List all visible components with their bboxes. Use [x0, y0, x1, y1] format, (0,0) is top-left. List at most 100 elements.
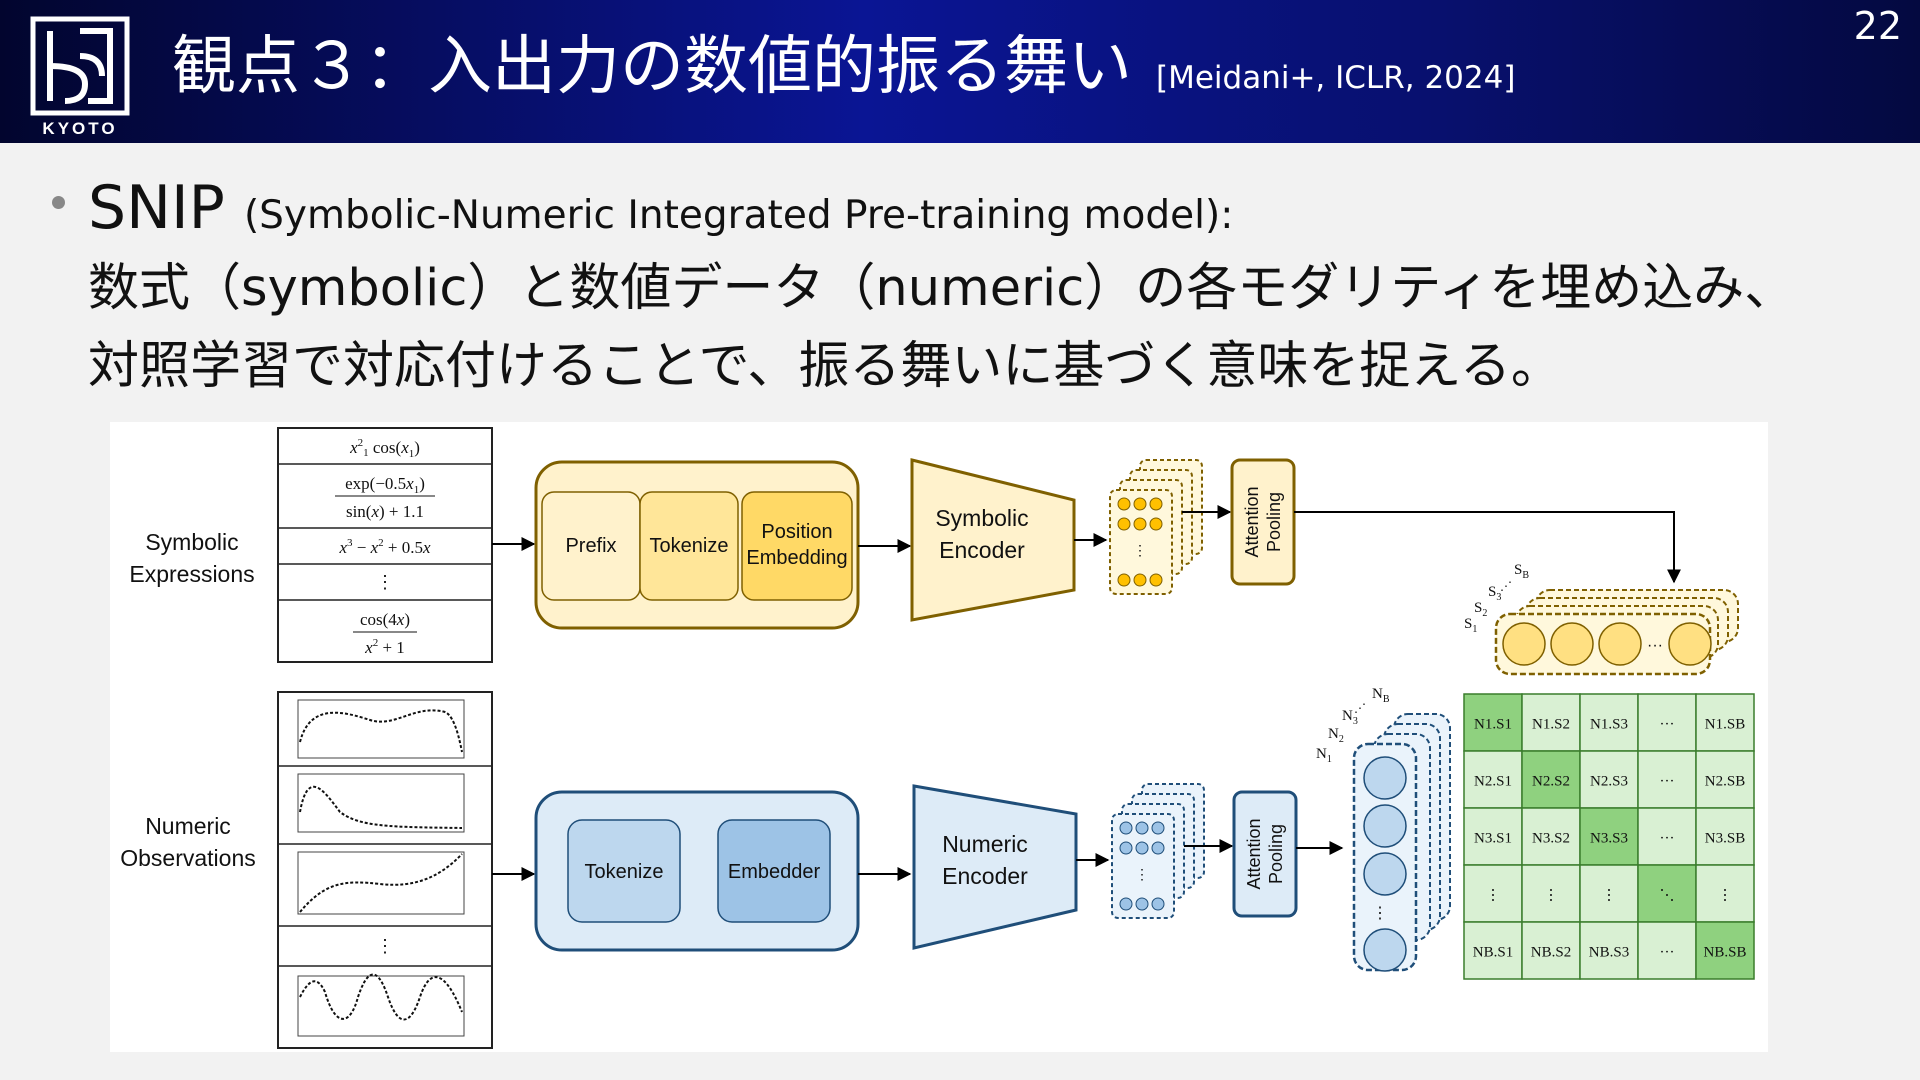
numeric-preprocessing-block: Tokenize Embedder [534, 790, 860, 952]
kyoto-university-logo: KYOTO [30, 16, 130, 138]
matrix-cell-label: N2.S2 [1532, 774, 1570, 790]
svg-text:S1: S1 [1464, 616, 1477, 635]
numeric-label-2: Observations [120, 845, 256, 871]
step-position: Position [761, 521, 832, 543]
matrix-cell-label: N2.S3 [1590, 774, 1628, 790]
step-tokenize-numeric: Tokenize [585, 861, 664, 883]
step-prefix: Prefix [565, 535, 616, 557]
symbolic-label-1: Symbolic [145, 529, 238, 555]
matrix-cell [1695, 864, 1755, 923]
svg-text:S2: S2 [1474, 600, 1487, 619]
matrix-cell [1695, 921, 1755, 980]
symbolic-embedding-set: ··· S1 S2 S3 ⋰ SB [1464, 562, 1739, 676]
bullet-line-1: SNIP (Symbolic-Numeric Integrated Pre-tr… [88, 172, 1233, 252]
matrix-cell-label: N1.S2 [1532, 717, 1570, 733]
bullet-main: SNIP [88, 173, 225, 243]
snip-architecture-figure: Symbolic Expressions Numeric Observation… [110, 422, 1768, 1052]
step-embedding: Embedding [746, 547, 847, 569]
svg-text:x21 cos(x1): x21 cos(x1) [349, 437, 420, 460]
svg-text:N2: N2 [1328, 726, 1344, 745]
matrix-cell [1463, 807, 1523, 866]
matrix-cell-label: ⋮ [1486, 888, 1501, 904]
svg-text:···: ··· [1647, 637, 1663, 654]
symbolic-expression-table: x21 cos(x1) exp(−0.5x1) sin(x) + 1.1 x3 … [277, 427, 493, 663]
matrix-cell [1637, 693, 1697, 752]
matrix-cell-label: ··· [1660, 774, 1675, 790]
matrix-cell-label: ⋮ [1602, 888, 1617, 904]
logo-text: KYOTO [42, 119, 117, 138]
matrix-cell-label: N2.SB [1705, 774, 1745, 790]
bullet-sub: (Symbolic-Numeric Integrated Pre-trainin… [243, 193, 1234, 238]
matrix-cell-label: N3.SB [1705, 831, 1745, 847]
citation: [Meidani+, ICLR, 2024] [1156, 60, 1516, 96]
matrix-cell [1579, 693, 1639, 752]
matrix-cell-label: N3.S1 [1474, 831, 1512, 847]
matrix-cell-label: ⋮ [1718, 888, 1733, 904]
matrix-cell [1695, 693, 1755, 752]
svg-text:⋮: ⋮ [1135, 866, 1149, 882]
slide-title-text: 観点３：入出力の数値的振る舞い [172, 30, 1132, 104]
matrix-cell-label: ⋱ [1660, 888, 1675, 904]
matrix-cell-label: NB.S3 [1589, 945, 1629, 961]
svg-text:NB: NB [1372, 686, 1390, 705]
symbolic-label-2: Expressions [129, 561, 254, 587]
matrix-cell-label: ··· [1660, 717, 1675, 733]
matrix-cell-label: N3.S2 [1532, 831, 1570, 847]
matrix-cell [1637, 921, 1697, 980]
matrix-cell [1521, 750, 1581, 809]
symbolic-attention-pooling: Attention Pooling [1230, 458, 1296, 586]
svg-text:⋮: ⋮ [1133, 542, 1147, 558]
svg-text:Symbolic: Symbolic [935, 505, 1028, 531]
matrix-cell-label: N1.S3 [1590, 717, 1628, 733]
matrix-cell-label: NB.S1 [1473, 945, 1513, 961]
numeric-embedding-set: ⋮ N1 N2 N3 ⋰ NB [1316, 686, 1451, 972]
matrix-cell-label: NB.SB [1704, 945, 1747, 961]
svg-text:SB: SB [1514, 562, 1529, 581]
matrix-cell [1579, 807, 1639, 866]
matrix-cell [1695, 807, 1755, 866]
svg-text:⋰: ⋰ [1500, 579, 1512, 593]
matrix-cell-label: N1.SB [1705, 717, 1745, 733]
bullet-line-2: 数式（symbolic）と数値データ（numeric）の各モダリティを埋め込み、 [88, 259, 1796, 318]
svg-text:exp(−0.5x1): exp(−0.5x1) [345, 474, 425, 496]
matrix-cell [1637, 750, 1697, 809]
matrix-cell-label: ··· [1660, 945, 1675, 961]
svg-text:Pooling: Pooling [1264, 492, 1284, 552]
svg-text:Encoder: Encoder [939, 537, 1025, 563]
symbolic-preprocessing-block: Prefix Tokenize Position Embedding [534, 460, 860, 630]
matrix-cell-label: NB.S2 [1531, 945, 1571, 961]
symbolic-encoder: Symbolic Encoder [910, 458, 1076, 622]
svg-text:⋮: ⋮ [376, 572, 394, 592]
page-number: 22 [1853, 4, 1902, 48]
svg-text:N1: N1 [1316, 746, 1332, 765]
numeric-encoder: Numeric Encoder [912, 784, 1078, 950]
bullet-icon [52, 196, 65, 209]
bullet-line-3: 対照学習で対応付けることで、振る舞いに基づく意味を捉える。 [88, 337, 1562, 396]
matrix-cell-label: N3.S3 [1590, 831, 1628, 847]
similarity-matrix: N1.S1 N1.S2 N1.S3 ··· N1.SB N2.S1 N2.S2 N2.S3 ··… [1463, 693, 1755, 980]
svg-text:Encoder: Encoder [942, 863, 1028, 889]
matrix-cell-label: N1.S1 [1474, 717, 1512, 733]
symbolic-token-stack: ⋮ [1109, 459, 1203, 595]
numeric-label-1: Numeric [145, 813, 231, 839]
slide-title: 観点３：入出力の数値的振る舞い [Meidani+, ICLR, 2024] [172, 22, 1515, 123]
svg-text:⋮: ⋮ [1372, 905, 1388, 922]
svg-text:x2 + 1: x2 + 1 [364, 637, 405, 657]
svg-text:Pooling: Pooling [1266, 824, 1286, 884]
step-tokenize-symbolic: Tokenize [650, 535, 729, 557]
matrix-cell-label: N2.S1 [1474, 774, 1512, 790]
svg-text:x3 − x2 + 0.5x: x3 − x2 + 0.5x [338, 537, 431, 557]
numeric-attention-pooling: Attention Pooling [1232, 790, 1298, 918]
numeric-token-stack: ⋮ [1111, 783, 1205, 919]
slide-header: KYOTO 観点３：入出力の数値的振る舞い [Meidani+, ICLR, 20… [0, 0, 1920, 143]
svg-text:sin(x) + 1.1: sin(x) + 1.1 [346, 502, 424, 521]
matrix-cell-label: ··· [1660, 831, 1675, 847]
svg-text:Numeric: Numeric [942, 831, 1028, 857]
matrix-cell [1637, 807, 1697, 866]
svg-text:⋰: ⋰ [1354, 701, 1366, 715]
matrix-cell [1695, 750, 1755, 809]
numeric-observation-table: ⋮ [277, 691, 493, 1049]
matrix-cell-label: ⋮ [1544, 888, 1559, 904]
svg-text:cos(4x): cos(4x) [360, 610, 410, 629]
svg-text:Attention: Attention [1242, 486, 1262, 557]
